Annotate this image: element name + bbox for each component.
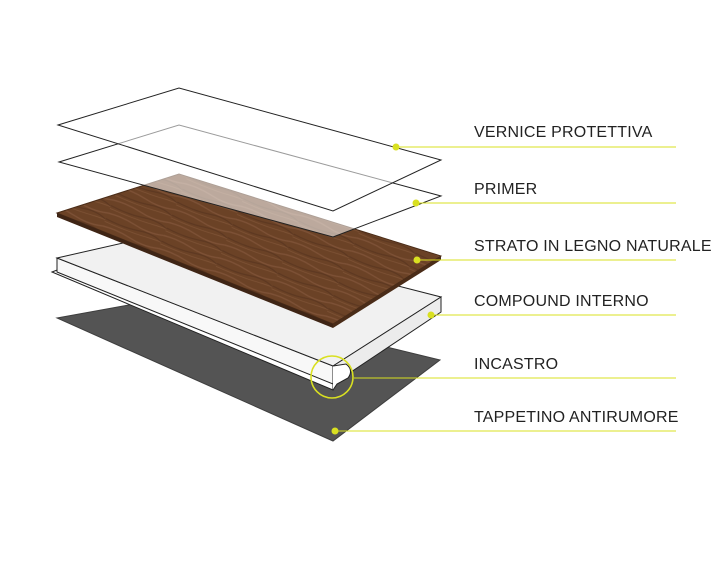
label-compound: COMPOUND INTERNO [474,293,649,310]
wood-edge [57,213,333,328]
marker-dot-primer [412,199,420,207]
wood-layer [55,173,443,328]
marker-dot-varnish [392,143,400,151]
label-underlay: TAPPETINO ANTIRUMORE [474,409,679,426]
label-wood-layer: STRATO IN LEGNO NATURALE [474,238,712,255]
marker-dot-compound [427,311,435,319]
varnish-layer [56,87,443,212]
marker-dots [331,143,435,435]
compound-layer [50,229,443,391]
label-primer: PRIMER [474,181,538,198]
groove-profile [332,363,352,391]
label-groove: INCASTRO [474,356,559,373]
label-varnish: VERNICE PROTETTIVA [474,124,653,141]
marker-dot-underlay [331,427,339,435]
leader-lines [335,146,676,432]
groove-highlight-circle [310,355,354,399]
marker-dot-wood [413,256,421,264]
wood-front [333,256,441,328]
